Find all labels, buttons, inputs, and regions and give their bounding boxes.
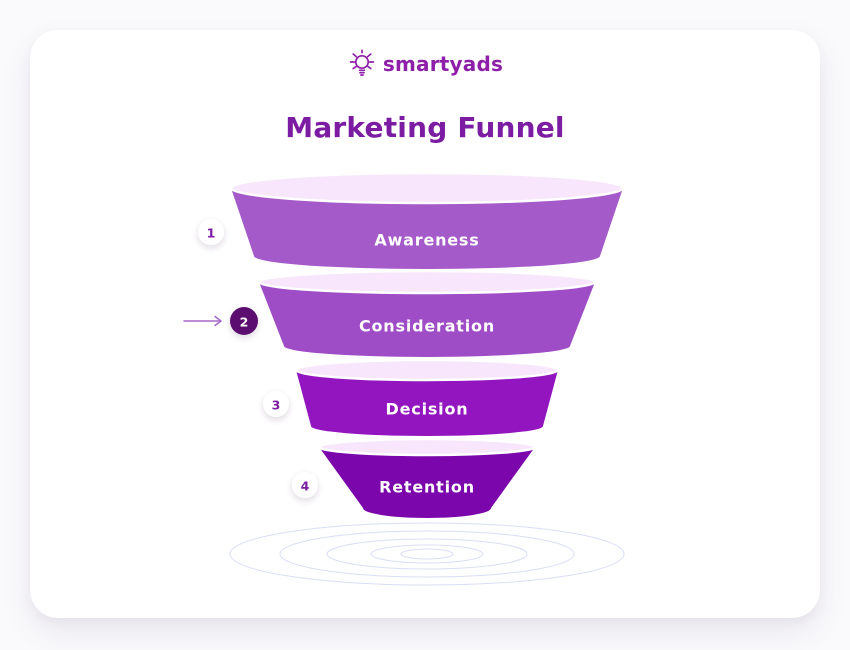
stage-number-badge-1: 1 [198, 219, 224, 245]
funnel-stage-label: Decision [386, 400, 469, 419]
ripple-rings [229, 522, 625, 586]
funnel-stage-body [296, 370, 558, 436]
badge-number: 1 [207, 226, 216, 241]
funnel-stage-body [319, 447, 535, 518]
badge-circle [198, 219, 224, 245]
ripple-ellipse [279, 530, 575, 578]
stage-number-badge-2: 2 [230, 307, 258, 335]
funnel-stage-top-surface [257, 269, 597, 295]
badge-circle-highlighted [230, 307, 258, 335]
funnel-stage-label: Consideration [359, 317, 495, 336]
stage-2-arrow [183, 315, 222, 327]
ripple-ellipse [229, 522, 625, 586]
smartyads-logo: smartyads [0, 48, 850, 80]
funnel-stage-decision: Decision [294, 358, 560, 436]
funnel-stage-top-surface [317, 437, 537, 457]
badge-number: 3 [272, 398, 281, 413]
funnel-stage-awareness: Awareness [229, 171, 625, 269]
badge-number: 2 [240, 315, 249, 330]
funnel-stage-body [231, 188, 623, 269]
arrow-head [214, 315, 222, 327]
lightbulb-icon [349, 49, 375, 76]
badge-circle [263, 391, 289, 417]
stage-number-badge-4: 4 [292, 472, 318, 498]
funnel-stage-retention: Retention [317, 437, 537, 518]
badge-circle [292, 472, 318, 498]
ripple-ellipse [370, 544, 484, 564]
funnel-stage-body [259, 282, 595, 357]
ripple-ellipse [400, 548, 454, 560]
funnel-stage-consideration: Consideration [257, 269, 597, 357]
funnel-stage-top-surface [294, 358, 560, 382]
funnel-stage-label: Awareness [374, 231, 479, 250]
stage-number-badge-3: 3 [263, 391, 289, 417]
page-title: Marketing Funnel [285, 111, 565, 144]
funnel-stage-label: Retention [379, 478, 475, 497]
badge-number: 4 [301, 479, 310, 494]
logo-text: smartyads [382, 52, 504, 76]
ripple-ellipse [326, 538, 528, 570]
funnel-stage-top-surface [229, 171, 625, 205]
